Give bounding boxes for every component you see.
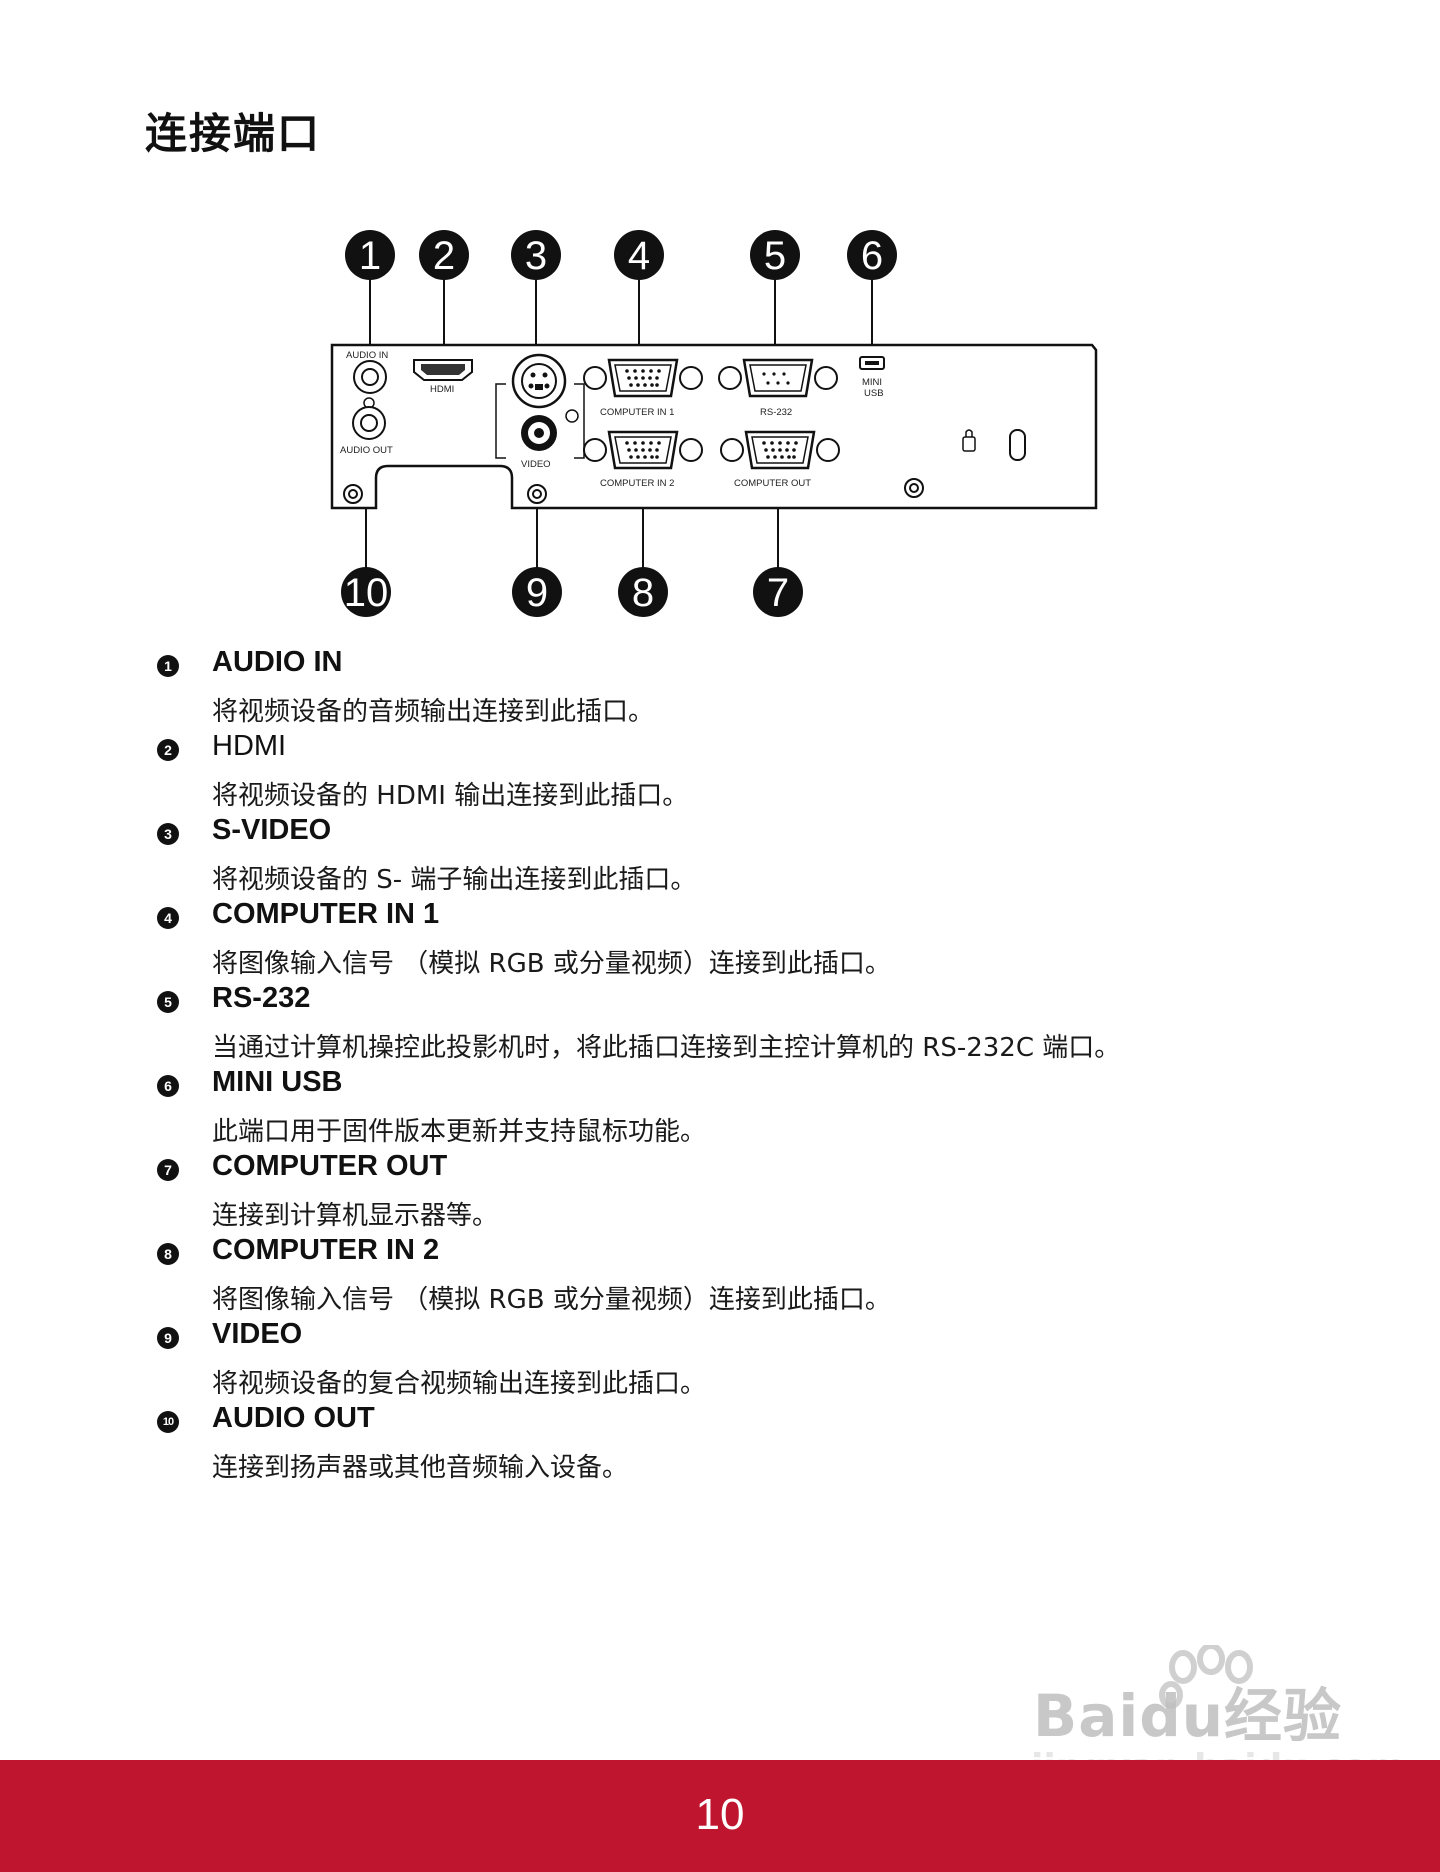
number-bullet: 10 xyxy=(157,1411,179,1433)
callout-2: 2 xyxy=(419,230,469,280)
callout-4: 4 xyxy=(614,230,664,280)
port-name: S-VIDEO xyxy=(212,814,332,846)
callout-number: 8 xyxy=(632,571,654,615)
mini-label: MINI xyxy=(862,377,882,388)
page-title: 连接端口 xyxy=(145,109,322,158)
list-item: 5 RS-232 当通过计算机操控此投影机时，将此插口连接到主控计算机的 RS-… xyxy=(150,979,1350,1063)
watermark-brand: Baidu经验 xyxy=(1033,1682,1343,1750)
s-video-port xyxy=(511,353,567,409)
callout-1: 1 xyxy=(345,230,395,280)
port-description: 当通过计算机操控此投影机时，将此插口连接到主控计算机的 RS-232C 端口。 xyxy=(212,1033,1121,1063)
list-item: 6 MINI USB 此端口用于固件版本更新并支持鼠标功能。 xyxy=(150,1063,1350,1147)
callout-number: 4 xyxy=(628,234,650,278)
port-description: 将视频设备的复合视频输出连接到此插口。 xyxy=(212,1369,707,1399)
rs232-label: RS-232 xyxy=(760,407,792,418)
number-bullet: 3 xyxy=(157,823,179,845)
port-description: 将视频设备的音频输出连接到此插口。 xyxy=(212,697,655,727)
audio-in-label: AUDIO IN xyxy=(346,350,388,361)
port-name: RS-232 xyxy=(212,982,311,1014)
footer-bar xyxy=(0,1760,1440,1872)
audio-in-jack xyxy=(353,360,387,394)
list-item: 2 HDMI 将视频设备的 HDMI 输出连接到此插口。 xyxy=(150,727,1350,811)
list-item: 4 COMPUTER IN 1 将图像输入信号 （模拟 RGB 或分量视频）连接… xyxy=(150,895,1350,979)
callout-10: 10 xyxy=(341,567,391,617)
port-name: COMPUTER IN 2 xyxy=(212,1234,440,1266)
usb-label: USB xyxy=(864,388,884,399)
security-slot xyxy=(1009,429,1026,461)
number-bullet: 8 xyxy=(157,1243,179,1265)
number-bullet: 7 xyxy=(157,1159,179,1181)
port-description: 将视频设备的 S- 端子输出连接到此插口。 xyxy=(212,865,697,895)
computer-in-2-label: COMPUTER IN 2 xyxy=(600,478,674,489)
callout-number: 6 xyxy=(861,234,883,278)
kensington-lock-icon xyxy=(962,429,976,452)
callout-number: 5 xyxy=(764,234,786,278)
number-bullet: 2 xyxy=(157,739,179,761)
port-name: COMPUTER OUT xyxy=(212,1150,448,1182)
list-item: 9 VIDEO 将视频设备的复合视频输出连接到此插口。 xyxy=(150,1315,1350,1399)
number-bullet: 5 xyxy=(157,991,179,1013)
list-item: 8 COMPUTER IN 2 将图像输入信号 （模拟 RGB 或分量视频）连接… xyxy=(150,1231,1350,1315)
port-name: VIDEO xyxy=(212,1318,303,1350)
paw-icon xyxy=(1159,1645,1253,1709)
port-name: COMPUTER IN 1 xyxy=(212,898,440,930)
number-bullet: 9 xyxy=(157,1327,179,1349)
port-description: 此端口用于固件版本更新并支持鼠标功能。 xyxy=(212,1117,707,1147)
callout-number: 1 xyxy=(359,234,381,278)
number-bullet: 1 xyxy=(157,655,179,677)
port-description: 将图像输入信号 （模拟 RGB 或分量视频）连接到此插口。 xyxy=(212,1285,891,1315)
port-description: 将图像输入信号 （模拟 RGB 或分量视频）连接到此插口。 xyxy=(212,949,891,979)
callout-number: 2 xyxy=(433,234,455,278)
hdmi-label: HDMI xyxy=(430,384,454,395)
port-name: MINI USB xyxy=(212,1066,343,1098)
callout-number: 10 xyxy=(344,571,389,615)
computer-out-label: COMPUTER OUT xyxy=(734,478,811,489)
callout-number: 9 xyxy=(526,571,548,615)
callout-6: 6 xyxy=(847,230,897,280)
page-number: 10 xyxy=(695,1790,745,1839)
audio-out-jack xyxy=(352,406,386,440)
video-jack xyxy=(521,415,557,451)
mini-usb-port xyxy=(859,356,885,370)
port-description-list: 1 AUDIO IN 将视频设备的音频输出连接到此插口。 2 HDMI 将视频设… xyxy=(150,643,1350,1483)
callout-5: 5 xyxy=(750,230,800,280)
list-item: 7 COMPUTER OUT 连接到计算机显示器等。 xyxy=(150,1147,1350,1231)
number-bullet: 4 xyxy=(157,907,179,929)
callout-9: 9 xyxy=(512,567,562,617)
computer-in-1-label: COMPUTER IN 1 xyxy=(600,407,674,418)
video-label: VIDEO xyxy=(521,459,551,470)
callout-number: 3 xyxy=(525,234,547,278)
port-name: HDMI xyxy=(212,730,287,762)
callout-7: 7 xyxy=(753,567,803,617)
callout-number: 7 xyxy=(767,571,789,615)
port-description: 连接到计算机显示器等。 xyxy=(212,1201,499,1231)
number-bullet: 6 xyxy=(157,1075,179,1097)
callout-8: 8 xyxy=(618,567,668,617)
list-item: 10 AUDIO OUT 连接到扬声器或其他音频输入设备。 xyxy=(150,1399,1350,1483)
callout-3: 3 xyxy=(511,230,561,280)
port-description: 连接到扬声器或其他音频输入设备。 xyxy=(212,1453,629,1483)
port-name: AUDIO OUT xyxy=(212,1402,375,1434)
list-item: 1 AUDIO IN 将视频设备的音频输出连接到此插口。 xyxy=(150,643,1350,727)
port-name: AUDIO IN xyxy=(212,646,343,678)
rear-panel-diagram: AUDIO IN AUDIO OUT HDMI VIDEO xyxy=(330,230,1098,617)
list-item: 3 S-VIDEO 将视频设备的 S- 端子输出连接到此插口。 xyxy=(150,811,1350,895)
audio-out-label: AUDIO OUT xyxy=(340,445,393,456)
port-description: 将视频设备的 HDMI 输出连接到此插口。 xyxy=(212,781,689,811)
